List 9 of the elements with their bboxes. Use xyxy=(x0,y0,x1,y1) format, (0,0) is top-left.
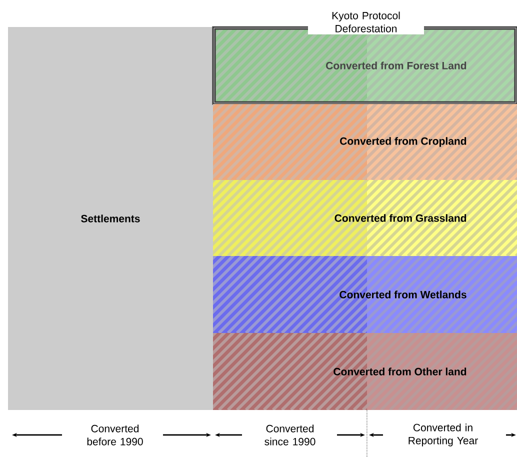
period-label: Converted since 1990 xyxy=(264,424,316,446)
settlements-box: Settlements xyxy=(8,27,213,410)
band: Converted from Wetlands xyxy=(213,256,517,333)
period-label: Converted in Reporting Year xyxy=(408,424,478,446)
band: Converted from Grassland xyxy=(213,180,517,256)
band: Converted from Other land xyxy=(213,332,517,410)
period-label: Converted before 1990 xyxy=(87,424,143,446)
callout-label: Kyoto Protocol Deforestation xyxy=(308,10,424,34)
band: Converted from Cropland xyxy=(213,104,517,180)
